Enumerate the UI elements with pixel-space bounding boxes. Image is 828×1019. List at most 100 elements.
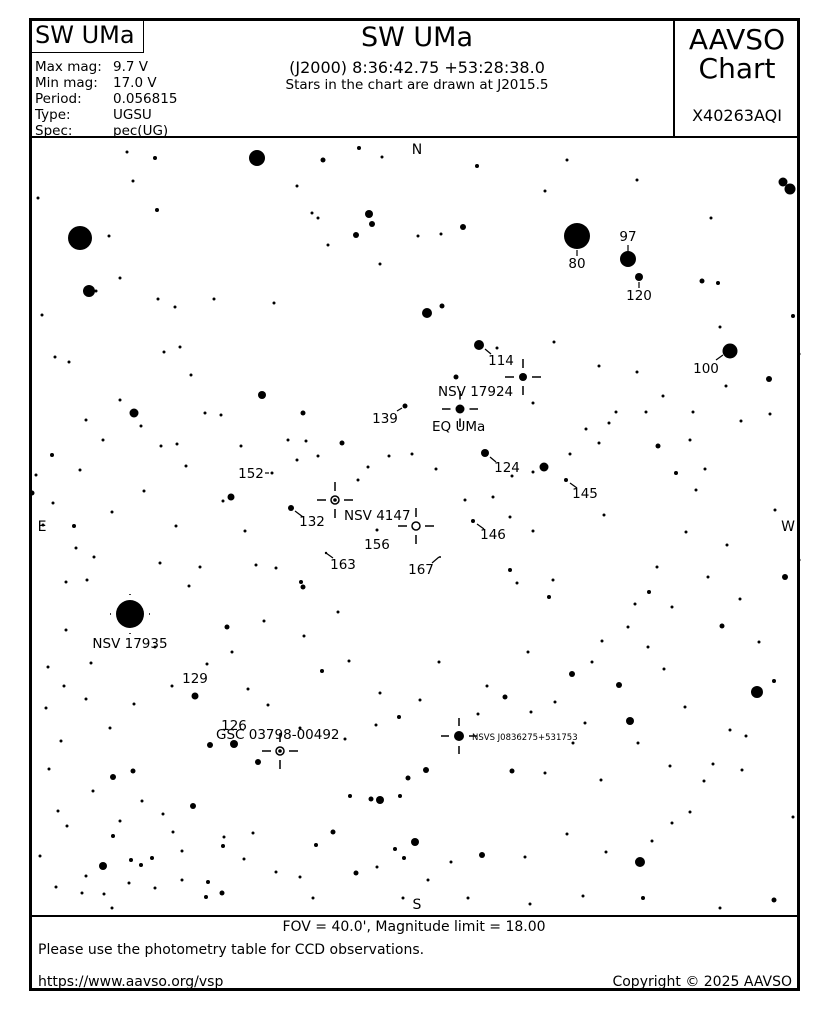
field-star (170, 684, 174, 688)
field-star (207, 742, 213, 748)
field-star (108, 726, 112, 730)
field-star (274, 566, 278, 570)
field-star (203, 411, 207, 415)
field-star (569, 671, 575, 677)
comparison-star (471, 519, 475, 523)
field-star (302, 634, 306, 638)
field-star (393, 847, 397, 851)
field-star (647, 590, 651, 594)
field-star (528, 902, 532, 906)
chart-frame (29, 18, 800, 991)
comparison-label: 156 (364, 537, 390, 553)
field-star (718, 325, 722, 329)
field-star (738, 597, 742, 601)
variable-star-core (333, 498, 337, 502)
comparison-label: 126 (221, 718, 247, 734)
field-star (476, 712, 480, 716)
field-star (110, 774, 116, 780)
field-star (565, 158, 569, 162)
field-star (510, 474, 514, 478)
field-star (583, 721, 587, 725)
coordinates: (J2000) 8:36:42.75 +53:28:38.0 (289, 58, 545, 77)
label-leader (431, 556, 440, 564)
field-star (246, 687, 250, 691)
field-star (125, 150, 129, 154)
info-key: Max mag: (35, 59, 102, 75)
comparison-label: 97 (619, 229, 636, 245)
field-star (38, 854, 42, 858)
field-star (437, 660, 441, 664)
field-star (91, 789, 95, 793)
info-value: UGSU (113, 107, 152, 123)
field-star (636, 741, 640, 745)
field-star (691, 410, 695, 414)
field-star (118, 819, 122, 823)
field-star (626, 717, 634, 725)
comparison-label: 163 (330, 557, 356, 573)
field-star (173, 305, 177, 309)
field-star (118, 398, 122, 402)
variable-star (454, 731, 464, 741)
field-star (72, 524, 76, 528)
field-star (526, 650, 530, 654)
field-star (56, 809, 60, 813)
comparison-label: 139 (372, 411, 398, 427)
field-star (416, 234, 420, 238)
comparison-star (722, 343, 738, 359)
field-star (242, 857, 246, 861)
field-star (597, 364, 601, 368)
field-star (509, 768, 515, 774)
field-star (460, 224, 466, 230)
field-star (553, 700, 557, 704)
variable-star-marker (317, 482, 353, 518)
field-star (641, 896, 645, 900)
field-star (602, 513, 606, 517)
field-star (316, 454, 320, 458)
field-star (326, 243, 330, 247)
field-star (597, 441, 601, 445)
field-star (254, 563, 258, 567)
field-star (118, 276, 122, 280)
label-leader (489, 456, 497, 463)
field-star (508, 568, 512, 572)
variable-star-marker (441, 718, 477, 754)
variable-star-marker (110, 594, 150, 634)
field-star (670, 605, 674, 609)
field-star (568, 452, 572, 456)
comparison-label: 129 (182, 671, 208, 687)
field-star (150, 856, 154, 860)
variable-star-label: NSVS J0836275+531753 (472, 733, 578, 743)
field-star (694, 488, 698, 492)
variable-star-marker (442, 391, 478, 427)
variable-star-marker (505, 359, 541, 395)
field-star (485, 684, 489, 688)
field-star (398, 794, 402, 798)
field-star (339, 440, 345, 446)
field-star (161, 812, 165, 816)
header-divider (29, 136, 800, 138)
label-leader (715, 354, 724, 361)
field-star (36, 196, 40, 200)
field-star (426, 878, 430, 882)
field-star (158, 561, 162, 565)
field-star (626, 625, 630, 629)
field-star (111, 834, 115, 838)
field-star (644, 410, 648, 414)
variable-star-marker (262, 733, 298, 769)
info-value: 9.7 V (113, 59, 148, 75)
field-star (604, 850, 608, 854)
info-value: pec(UG) (113, 123, 169, 139)
field-star (189, 373, 193, 377)
field-star (300, 410, 306, 416)
field-star (53, 355, 57, 359)
field-star (728, 728, 732, 732)
field-star (614, 410, 618, 414)
info-value: 17.0 V (113, 75, 157, 91)
field-star (353, 870, 359, 876)
field-star (221, 844, 225, 848)
compass-south: S (413, 897, 422, 913)
variable-star-marker (398, 508, 434, 544)
vsp-link[interactable]: https://www.aavso.org/vsp (38, 974, 224, 990)
field-star (343, 737, 347, 741)
